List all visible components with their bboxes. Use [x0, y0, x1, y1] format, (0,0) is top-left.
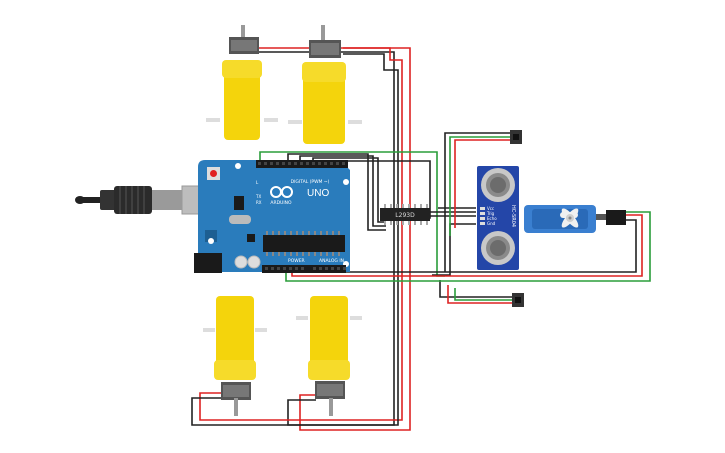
wire-black-btn-top	[444, 132, 510, 272]
wire-black-header3	[312, 157, 386, 223]
bottom-sensor-module[interactable]	[512, 293, 524, 307]
led-label-tx: TX	[255, 194, 261, 199]
dc-motor-top-right[interactable]	[288, 25, 362, 144]
dc-motor-bottom-left[interactable]	[203, 296, 267, 416]
wire-black-header1	[287, 153, 386, 231]
analog-header-label: ANALOG IN	[319, 258, 344, 264]
power-jack	[194, 253, 222, 273]
sonar-pin-echo: Echo	[487, 216, 497, 221]
wire-black-sonar-gnd	[432, 223, 476, 276]
arduino-model: UNO	[307, 188, 329, 199]
atmega-chip	[263, 235, 345, 252]
dc-motor-top-left[interactable]	[206, 25, 278, 140]
ultrasonic-sensor[interactable]: Vcc Trig Echo Gnd HC-SR04	[477, 166, 519, 270]
wire-red-btn-top	[454, 139, 510, 228]
wire-green-btn-bottom	[454, 288, 512, 301]
sonar-pin-gnd: Gnd	[487, 221, 496, 226]
sonar-label: HC-SR04	[510, 205, 516, 227]
servo-horn-icon	[560, 208, 579, 228]
l293d-driver-chip[interactable]: L293D	[380, 204, 430, 225]
wire-red-btn-bottom	[447, 285, 512, 304]
wires	[191, 47, 651, 431]
reset-button[interactable]	[210, 170, 217, 177]
power-header-label: POWER	[288, 258, 305, 264]
arduino-uno-board[interactable]: DIGITAL (PWM ~) ARDUINO UNO L TX RX	[194, 160, 350, 273]
servo-motor[interactable]	[524, 205, 626, 233]
wire-green-servo	[285, 211, 651, 282]
digital-header-label: DIGITAL (PWM ~)	[291, 179, 330, 185]
wire-red-servo	[291, 214, 643, 277]
wire-green-btn-top	[449, 136, 510, 236]
servo-connector	[606, 210, 626, 225]
top-sensor-module[interactable]	[510, 130, 522, 144]
led-label-l: L	[256, 180, 259, 185]
wire-black-btn-bottom	[439, 280, 512, 298]
dc-motor-bottom-right[interactable]	[296, 296, 362, 416]
wire-black-servo	[300, 219, 637, 273]
arduino-brand: ARDUINO	[270, 200, 292, 206]
wire-black-header2	[299, 155, 386, 227]
wire-black-motor2	[191, 53, 399, 426]
sonar-pin-trig: Trig	[486, 211, 495, 216]
led-label-rx: RX	[256, 200, 262, 205]
driver-chip-label: L293D	[395, 212, 415, 219]
infinity-logo-icon	[270, 186, 293, 198]
sonar-pin-vcc: Vcc	[487, 206, 494, 211]
